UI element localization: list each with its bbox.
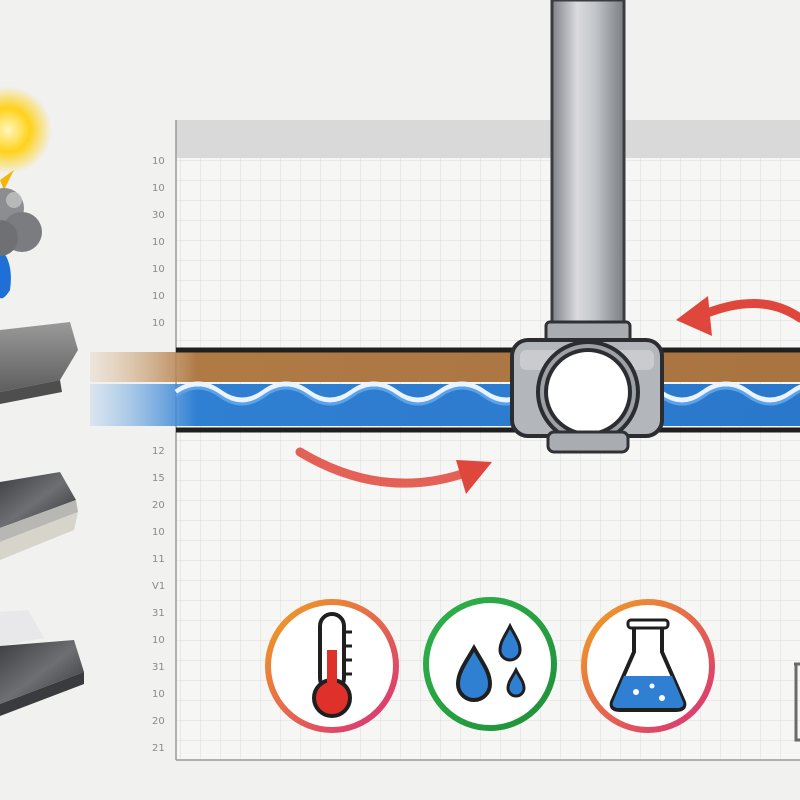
y-tick-label: 31 xyxy=(152,608,165,619)
y-tick-label: 30 xyxy=(152,210,165,221)
y-tick-label: V1 xyxy=(152,581,165,592)
y-tick-label: 12 xyxy=(152,446,165,457)
water-drops-icon xyxy=(423,597,557,731)
flask-icon xyxy=(581,599,715,733)
y-tick-label: 10 xyxy=(152,183,165,194)
metal-plate-middle xyxy=(0,472,78,560)
y-tick-label: 10 xyxy=(152,527,165,538)
panel-header-band xyxy=(176,120,800,158)
water-wave xyxy=(174,381,800,403)
y-tick-label: 15 xyxy=(152,473,165,484)
y-tick-label: 11 xyxy=(152,554,165,565)
metal-plate-bottom xyxy=(0,610,84,716)
y-tick-label: 31 xyxy=(152,662,165,673)
stone-slab-top xyxy=(0,322,78,404)
y-tick-label: 10 xyxy=(152,635,165,646)
flow-arrow-upper xyxy=(676,296,800,336)
soil-layer xyxy=(90,352,800,382)
y-tick-label: 21 xyxy=(152,743,165,754)
y-tick-label: 10 xyxy=(152,264,165,275)
ground-layers xyxy=(90,347,800,433)
y-tick-label: 10 xyxy=(152,156,165,167)
sun-cloud-icon xyxy=(0,86,52,299)
y-tick-label: 10 xyxy=(152,689,165,700)
y-tick-label: 20 xyxy=(152,716,165,727)
y-tick-label: 10 xyxy=(152,318,165,329)
partial-beaker-icon xyxy=(794,662,800,742)
thermometer-icon xyxy=(265,599,399,733)
y-tick-label: 20 xyxy=(152,500,165,511)
y-axis-ticks-top: 10 10 30 10 10 10 10 xyxy=(152,156,165,329)
vertical-pipe xyxy=(544,0,632,350)
y-tick-label: 10 xyxy=(152,291,165,302)
y-axis-ticks-bottom: 12 15 20 10 11 V1 31 10 31 10 20 21 xyxy=(152,446,165,754)
flow-arrow-lower xyxy=(295,447,492,494)
pipe-junction-valve xyxy=(510,338,664,454)
y-tick-label: 10 xyxy=(152,237,165,248)
